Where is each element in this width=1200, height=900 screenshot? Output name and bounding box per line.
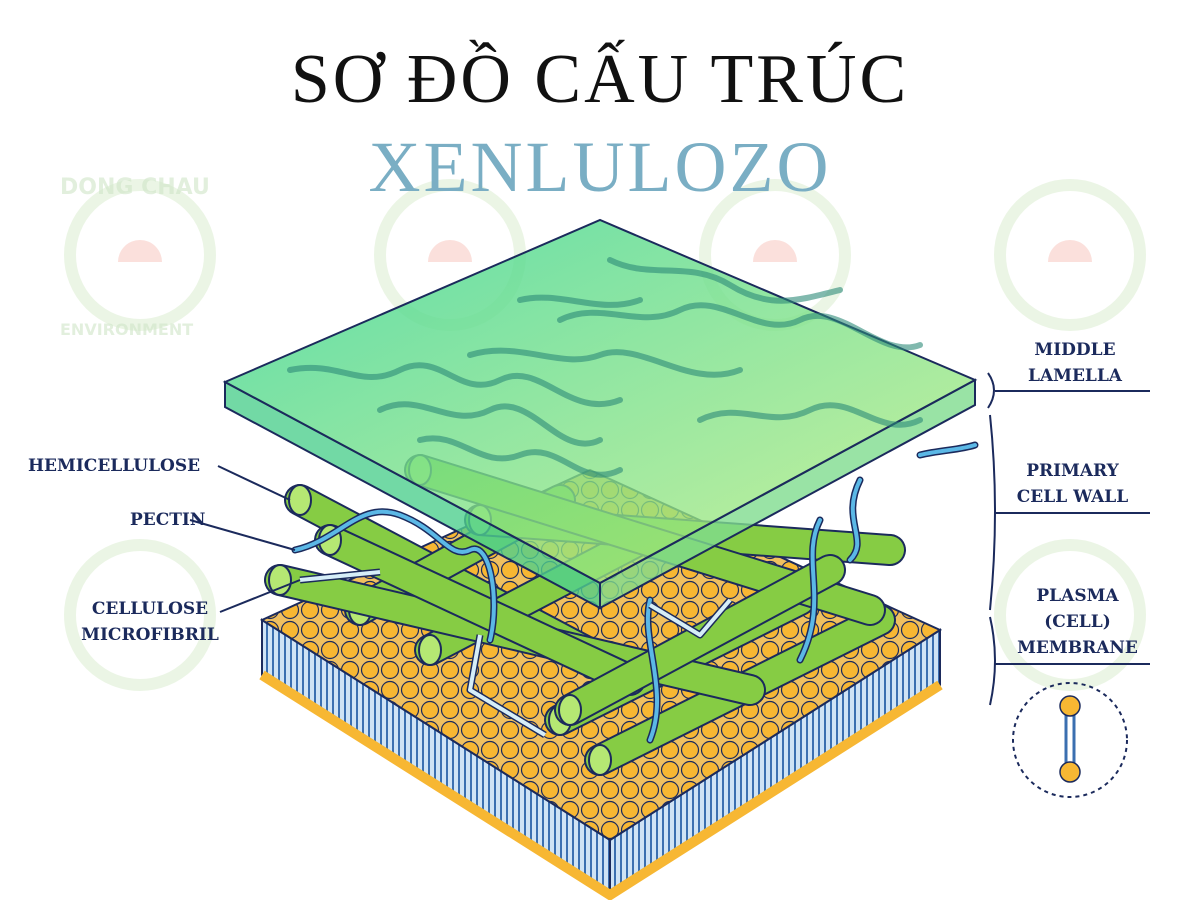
label-cellulose-microfibril: CELLULOSE MICROFIBRIL bbox=[80, 596, 220, 648]
label-line: CELLULOSE bbox=[91, 599, 209, 619]
watermark-logo bbox=[994, 179, 1146, 331]
label-line: (CELL) bbox=[1044, 612, 1111, 632]
watermark-text: DONG CHAU bbox=[60, 175, 210, 200]
cellulose-rod bbox=[316, 526, 644, 694]
phospholipid-inset bbox=[1012, 682, 1128, 798]
label-line: LAMELLA bbox=[1027, 366, 1122, 386]
label-line: CELL WALL bbox=[1016, 487, 1129, 507]
leader-lines bbox=[189, 372, 1150, 706]
middle-lamella-plate bbox=[222, 218, 978, 610]
cellulose-rod-end bbox=[268, 564, 292, 596]
watermark-logo bbox=[64, 539, 216, 691]
label-primary-cell-wall: PRIMARY CELL WALL bbox=[1000, 458, 1145, 510]
watermark-logo bbox=[64, 179, 216, 331]
label-pectin: PECTIN bbox=[130, 510, 206, 530]
cellulose-rod-end bbox=[588, 744, 612, 776]
label-line: MIDDLE bbox=[1034, 340, 1116, 360]
cellulose-rod-end bbox=[558, 694, 582, 726]
watermark-logo bbox=[994, 539, 1146, 691]
cellulose-rod-end bbox=[288, 484, 312, 516]
label-line: MEMBRANE bbox=[1017, 638, 1138, 658]
label-plasma-membrane: PLASMA (CELL) MEMBRANE bbox=[1005, 583, 1150, 661]
label-hemicellulose: HEMICELLULOSE bbox=[28, 456, 201, 476]
cellulose-rod bbox=[556, 556, 844, 724]
label-line: PLASMA bbox=[1036, 586, 1119, 606]
label-middle-lamella: MIDDLE LAMELLA bbox=[1005, 337, 1145, 389]
watermark-text: ENVIRONMENT bbox=[60, 320, 194, 339]
label-line: PRIMARY bbox=[1026, 461, 1119, 481]
title-line-1: SƠ ĐỒ CẤU TRÚC bbox=[290, 41, 910, 118]
label-line: MICROFIBRIL bbox=[81, 625, 219, 645]
title-line-2: XENLULOZO bbox=[368, 127, 832, 207]
cellulose-rod-end bbox=[418, 634, 442, 666]
